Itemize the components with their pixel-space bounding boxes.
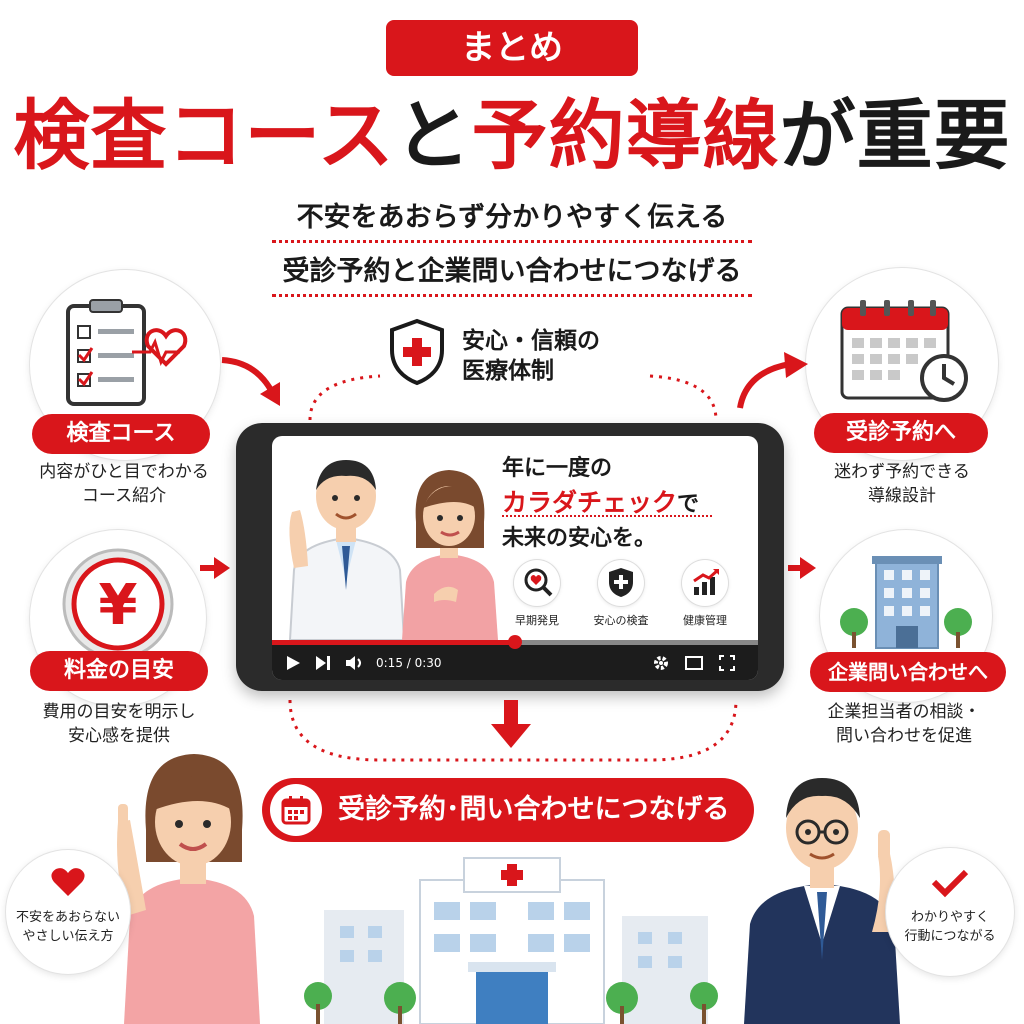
course-desc: 内容がひと目でわかる コース紹介	[14, 460, 234, 508]
cta-label: 受診予約･問い合わせにつなげる	[338, 794, 730, 825]
progress-handle[interactable]	[508, 635, 522, 649]
dotted-divider-1	[272, 240, 752, 243]
shield-plus-icon	[609, 568, 633, 597]
calendar-icon	[281, 796, 311, 825]
corporate-desc: 企業担当者の相談・ 問い合わせを促進	[794, 700, 1014, 748]
trust-line-1: 安心・信頼の	[462, 328, 600, 354]
next-icon[interactable]	[314, 654, 332, 672]
down-arrow-icon	[491, 724, 531, 748]
video-headline-tail: で	[677, 492, 700, 517]
course-desc-1: 内容がひと目でわかる	[39, 462, 209, 482]
arrow-price-stem	[200, 565, 216, 571]
summary-tag: まとめ	[386, 20, 638, 76]
right-bubble-line-1: わかりやすく	[910, 910, 989, 925]
progress-fill	[272, 640, 515, 645]
corporate-desc-2: 問い合わせを促進	[836, 726, 972, 746]
booking-desc: 迷わず予約できる 導線設計	[792, 460, 1012, 508]
yen-coin-icon: ¥	[62, 548, 174, 660]
video-headline-underline	[502, 515, 712, 517]
right-bubble-line-2: 行動につながる	[904, 929, 996, 944]
fullscreen-icon[interactable]	[718, 654, 736, 672]
corporate-label: 企業問い合わせへ	[810, 652, 1006, 692]
left-bubble-text: 不安をあおらない やさしい伝え方	[8, 908, 128, 946]
shield-cross-icon	[390, 318, 444, 386]
play-icon[interactable]	[284, 654, 302, 672]
title-part-to: と	[394, 91, 472, 180]
corporate-desc-1: 企業担当者の相談・	[827, 702, 981, 722]
volume-icon[interactable]	[344, 654, 366, 672]
svg-text:¥: ¥	[99, 573, 138, 638]
check-icon	[931, 869, 969, 898]
businessman-illustration	[744, 778, 900, 1024]
course-label: 検査コース	[32, 414, 210, 454]
price-desc: 費用の目安を明示し 安心感を提供	[4, 700, 234, 748]
clipboard-checklist-icon	[66, 299, 188, 406]
woman-pointing-illustration	[117, 754, 260, 1024]
growth-chart-icon	[693, 568, 719, 595]
subtitle-2: 受診予約と企業問い合わせにつなげる	[282, 256, 742, 287]
price-desc-1: 費用の目安を明示し	[42, 702, 196, 722]
dotted-divider-2	[272, 294, 752, 297]
video-headline-red: カラダチェック	[502, 488, 678, 517]
trust-line-2: 医療体制	[462, 358, 554, 384]
feature-label-2: 安心の検査	[593, 614, 649, 627]
dotted-connector	[288, 374, 738, 762]
office-building-icon	[840, 556, 972, 649]
right-bubble	[886, 848, 1014, 976]
video-headline-1: 年に一度の	[502, 456, 613, 481]
booking-desc-2: 導線設計	[868, 486, 936, 506]
right-bubble-text: わかりやすく 行動につながる	[890, 908, 1010, 946]
video-headline: 年に一度の カラダチェックで 未来の安心を。	[502, 452, 752, 556]
price-label: 料金の目安	[30, 651, 208, 691]
video-headline-3: 未来の安心を。	[502, 526, 657, 551]
hospital-scene	[304, 857, 718, 1024]
arrow-price-icon	[214, 557, 230, 579]
price-desc-2: 安心感を提供	[68, 726, 170, 746]
title-part-course: 検査コース	[13, 91, 395, 180]
trust-text: 安心・信頼の 医療体制	[462, 326, 600, 386]
booking-label: 受診予約へ	[814, 413, 988, 453]
left-bubble	[6, 850, 130, 974]
calendar-clock-icon	[840, 300, 968, 402]
curved-arrow-booking	[737, 352, 808, 409]
cta-banner[interactable]	[262, 778, 754, 842]
heart-icon	[51, 868, 85, 896]
doctor-illustration	[288, 460, 406, 640]
title-part-important: が重要	[779, 91, 1011, 180]
main-title: 検査コースと予約導線が重要	[0, 86, 1024, 186]
down-arrow-stem	[504, 700, 518, 726]
course-desc-2: コース紹介	[81, 486, 167, 506]
title-part-booking-flow: 予約導線	[471, 91, 780, 180]
magnifier-heart-icon	[524, 568, 553, 597]
video-time: 0:15 / 0:30	[376, 656, 442, 670]
booking-desc-1: 迷わず予約できる	[834, 462, 970, 482]
feature-label-3: 健康管理	[683, 614, 727, 627]
left-bubble-line-2: やさしい伝え方	[22, 929, 114, 944]
subtitle-1: 不安をあおらず分かりやすく伝える	[296, 202, 728, 233]
woman-illustration	[402, 470, 498, 640]
gear-icon[interactable]	[652, 654, 670, 672]
feature-label-1: 早期発見	[515, 614, 559, 627]
theater-mode-icon[interactable]	[684, 655, 704, 671]
left-bubble-line-1: 不安をあおらない	[15, 910, 120, 925]
curved-arrow-course	[221, 357, 280, 406]
arrow-corporate-stem	[788, 565, 802, 571]
arrow-corporate-icon	[800, 557, 816, 579]
